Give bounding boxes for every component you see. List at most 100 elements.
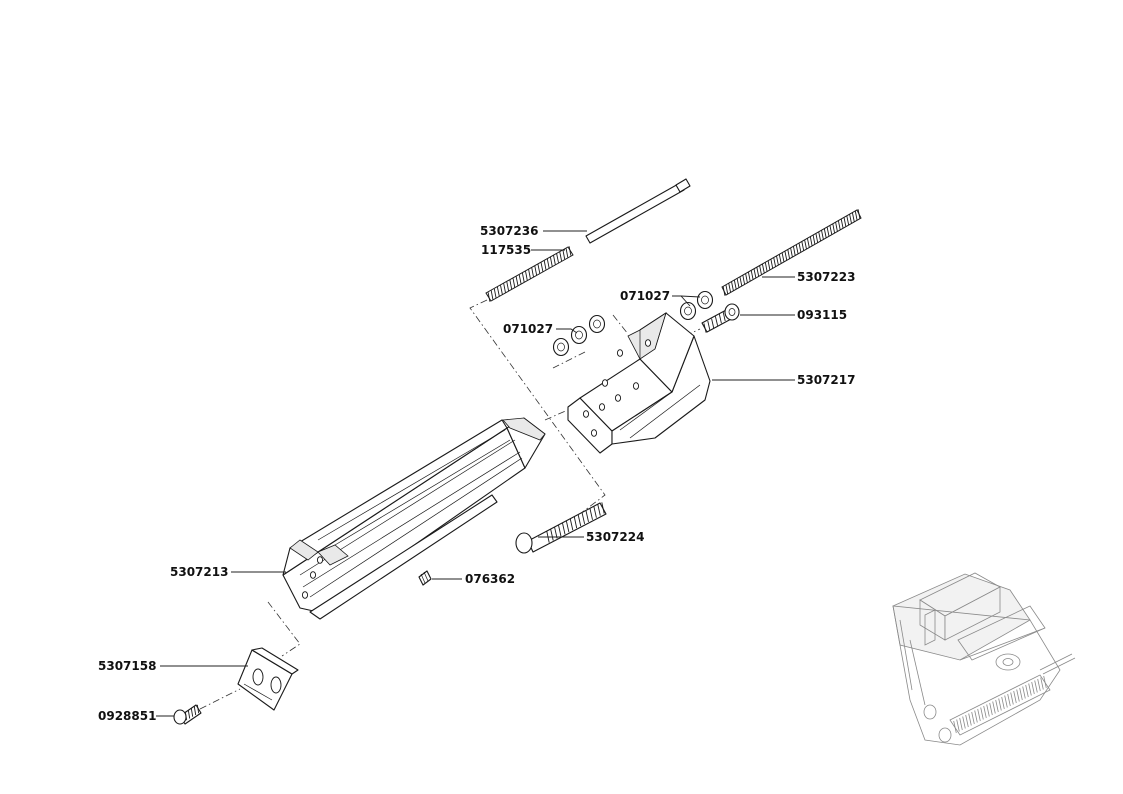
thread-line <box>1025 684 1029 698</box>
thread-line <box>569 518 574 531</box>
threaded-rod-5307223 <box>721 209 862 296</box>
part-number-labels: 5307236 117535 5307223 071027 093115 071… <box>98 224 855 723</box>
label-0928851: 0928851 <box>98 709 156 723</box>
thread-line <box>953 720 957 734</box>
thread-line <box>974 710 978 723</box>
thread-line <box>725 284 729 295</box>
thread-line <box>821 230 824 240</box>
screw-076362 <box>418 570 432 586</box>
thread-line <box>565 248 569 258</box>
label-071027-lower: 071027 <box>503 322 553 336</box>
thread-line <box>971 711 975 725</box>
thread-line <box>784 251 788 261</box>
label-117535: 117535 <box>481 243 531 257</box>
thread-line <box>829 225 833 235</box>
thread-line <box>832 223 836 234</box>
label-5307236: 5307236 <box>480 224 538 238</box>
thread-line <box>534 265 538 276</box>
thread-line <box>593 506 597 518</box>
thread-line <box>543 260 547 270</box>
thread-line <box>506 281 510 292</box>
thread-line <box>812 234 816 245</box>
thread-line <box>790 247 793 258</box>
thread-line <box>761 263 765 274</box>
thread-line <box>801 241 805 251</box>
thread-line <box>707 320 711 331</box>
thread-line <box>1037 678 1041 692</box>
thread-line <box>518 274 522 285</box>
thread-line <box>798 242 802 253</box>
thread-line <box>601 502 605 514</box>
thread-line <box>589 508 593 520</box>
thread-line <box>776 255 779 266</box>
thread-line <box>577 514 582 527</box>
thread-line <box>487 292 491 302</box>
thread-line <box>562 249 566 260</box>
thread-line <box>736 278 740 288</box>
bolt-0928851 <box>173 704 202 725</box>
thread-line <box>992 701 996 714</box>
thread-line <box>857 209 861 219</box>
thread-line <box>1028 683 1032 696</box>
thread-line <box>1034 680 1038 693</box>
thread-line <box>521 272 525 283</box>
thread-line <box>573 516 578 529</box>
thread-line <box>553 255 556 265</box>
thread-line <box>804 239 807 250</box>
thread-line <box>193 706 197 716</box>
thread-line <box>840 218 844 229</box>
thread-line <box>767 260 771 271</box>
nuts-071027-lower <box>552 314 606 357</box>
thread-line <box>983 705 987 719</box>
thread-line <box>1043 675 1047 689</box>
thread-line <box>585 510 589 522</box>
thread-line <box>759 265 762 275</box>
thread-line <box>995 699 999 713</box>
thread-line <box>703 323 707 333</box>
thread-line <box>558 525 562 537</box>
nuts-071027-upper <box>679 290 714 321</box>
thread-line <box>986 704 990 717</box>
thread-line <box>753 268 757 279</box>
thread-line <box>711 318 715 329</box>
thread-line <box>540 262 544 272</box>
thread-line <box>565 521 570 533</box>
thread-line <box>559 251 563 262</box>
thread-line <box>722 286 726 296</box>
thread-line <box>733 279 737 290</box>
thread-line <box>787 249 791 259</box>
thread-line <box>742 275 746 285</box>
thread-line <box>818 231 822 242</box>
thread-line <box>835 222 838 232</box>
thread-line <box>714 316 719 326</box>
thread-line <box>809 236 813 246</box>
thread-line <box>190 708 194 717</box>
label-071027-upper: 071027 <box>620 289 670 303</box>
thread-line <box>750 270 754 280</box>
thread-line <box>556 253 559 263</box>
rail-5307213 <box>282 417 546 620</box>
thread-line <box>846 215 850 226</box>
thread-line <box>731 281 734 291</box>
thread-line <box>728 283 732 293</box>
thread-line <box>546 258 550 269</box>
leader-lines <box>156 230 795 717</box>
thread-line <box>843 217 847 227</box>
thread-line <box>1040 677 1044 690</box>
thread-line <box>515 276 519 286</box>
thread-line <box>977 708 981 722</box>
thread-line <box>989 702 993 716</box>
bolt-5307224 <box>515 502 607 554</box>
thread-line <box>490 290 494 300</box>
thread-line <box>739 276 743 287</box>
thread-line <box>1004 695 1008 708</box>
thread-line <box>849 214 852 224</box>
thread-line <box>568 246 572 256</box>
thread-line <box>1019 687 1023 701</box>
rod-5307236 <box>585 178 691 244</box>
thread-line <box>959 717 963 731</box>
thread-line <box>792 246 796 256</box>
thread-line <box>998 698 1002 711</box>
label-5307223: 5307223 <box>797 270 855 284</box>
thread-line <box>1016 689 1020 702</box>
